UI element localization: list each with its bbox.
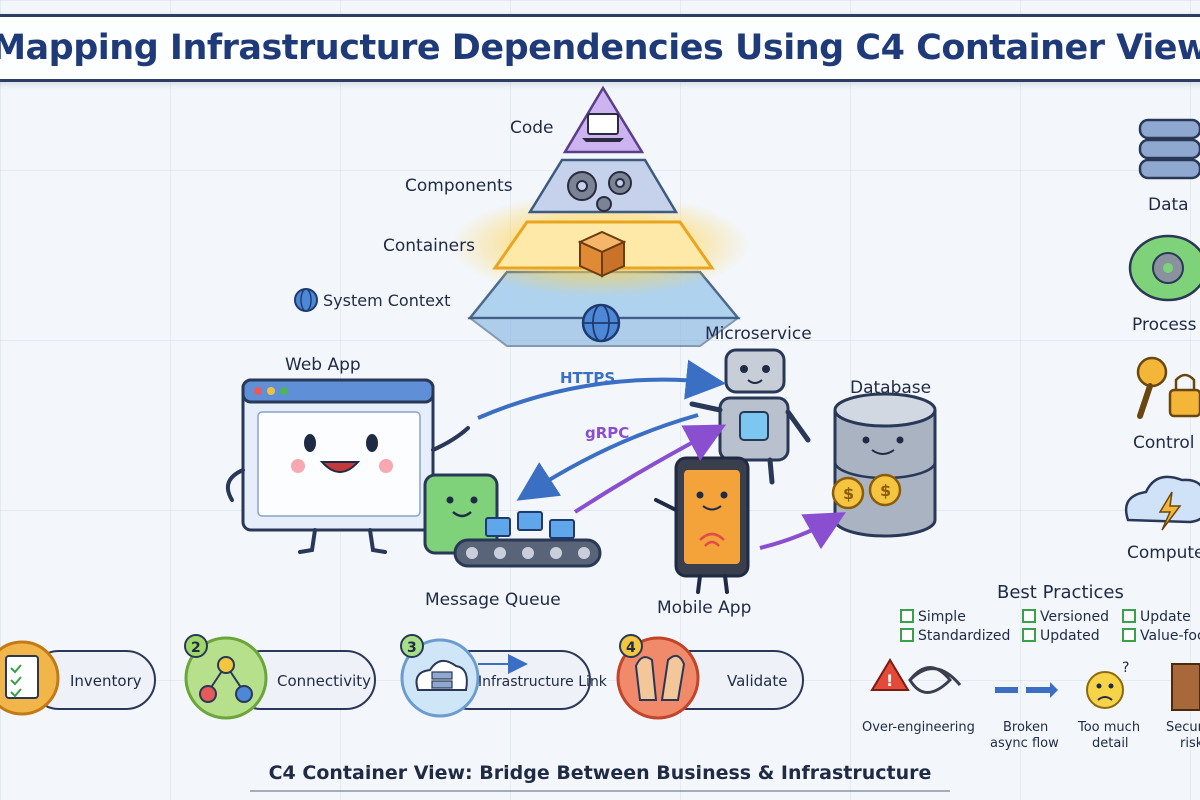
step-number-4: 4	[626, 640, 636, 656]
sidebar-label-control: Control	[1133, 433, 1194, 453]
grpc-label: gRPC	[585, 424, 629, 442]
key-lock-icon	[1136, 356, 1200, 419]
database-cylinder-icon	[833, 392, 937, 538]
sidebar-label-process: Process	[1132, 315, 1197, 335]
pitfall-label-too-much: Too much	[1077, 720, 1140, 735]
database-container: Database $ $	[831, 378, 937, 538]
pitfall-security-risk: Security risk	[1166, 663, 1200, 751]
microservice-label: Microservice	[705, 324, 812, 344]
right-sidebar: Data Process Control Compute	[1124, 118, 1200, 563]
sidebar-label-compute: Compute	[1127, 543, 1200, 563]
footer-underline	[250, 790, 950, 792]
pitfall-label-risk: risk	[1180, 736, 1200, 751]
pyramid-label-code: Code	[510, 118, 554, 138]
clipboard-icon	[5, 655, 39, 699]
practice-standardized: Standardized	[918, 628, 1010, 644]
pitfall-label-over-engineering: Over-engineering	[862, 720, 975, 735]
page-title: Mapping Infrastructure Dependencies Usin…	[0, 28, 1200, 68]
https-label: HTTPS	[560, 369, 615, 387]
https-arrow	[477, 359, 726, 420]
step-label-connectivity: Connectivity	[277, 672, 371, 690]
server-cloud-icon	[415, 659, 468, 691]
microservice-container: Microservice	[689, 324, 812, 485]
pitfall-too-much-detail: ? Too much detail	[1077, 660, 1140, 751]
small-globe-icon	[294, 288, 318, 312]
pitfall-label-async-flow: async flow	[990, 736, 1059, 751]
practice-simple: Simple	[918, 609, 966, 625]
open-door-icon	[1171, 663, 1200, 711]
connection-arrows: HTTPS gRPC	[477, 359, 846, 550]
coin-icon	[831, 473, 902, 510]
high-five-hands-icon	[634, 654, 686, 701]
network-nodes-icon	[199, 656, 253, 703]
sidebar-label-data: Data	[1148, 195, 1189, 215]
svg-text:$: $	[880, 481, 891, 500]
step-label-validate: Validate	[727, 672, 787, 690]
message-queue-container: Message Queue	[423, 473, 602, 610]
web-app-label: Web App	[285, 355, 361, 375]
footer-caption: C4 Container View: Bridge Between Busine…	[268, 762, 932, 784]
steps-row: Inventory 2 Connectivity	[0, 634, 804, 720]
pyramid-level-components	[527, 158, 679, 214]
svg-text:!: !	[886, 671, 893, 690]
practice-value-focused: Value-focused	[1140, 628, 1200, 644]
mobile-app-label: Mobile App	[657, 598, 751, 618]
pitfall-label-broken: Broken	[1003, 720, 1048, 735]
step-validate: 4 Validate	[616, 634, 804, 720]
tangled-wires-icon	[908, 666, 962, 694]
grpc-arrow-left	[516, 413, 699, 501]
step-label-inventory: Inventory	[70, 672, 142, 690]
practice-updated: Updated	[1040, 628, 1100, 644]
web-app-container: Web App	[225, 355, 470, 554]
step-infrastructure-link: 3 Infrastructure Link	[400, 634, 608, 718]
pitfalls-row: ! Over-engineering Broken async flow ? T…	[862, 658, 1200, 751]
pyramid-label-components: Components	[405, 176, 513, 196]
pyramid-label-containers: Containers	[383, 236, 475, 256]
c4-pyramid: Code Components Containers System Contex…	[294, 85, 750, 347]
warning-triangle-icon	[870, 658, 910, 691]
mobile-to-db-arrow	[759, 512, 846, 550]
checkbox-icon	[900, 609, 1136, 642]
step-number-2: 2	[191, 640, 201, 656]
title-banner: Mapping Infrastructure Dependencies Usin…	[0, 14, 1200, 82]
best-practices-panel: Best Practices Simple Versioned Update S…	[900, 582, 1200, 644]
pitfall-over-engineering: ! Over-engineering	[862, 658, 975, 735]
pitfall-label-detail: detail	[1092, 736, 1129, 751]
envelope-icon	[485, 511, 575, 539]
mobile-app-container: Mobile App	[654, 456, 751, 618]
step-connectivity: 2 Connectivity	[184, 634, 376, 720]
best-practices-heading: Best Practices	[997, 582, 1124, 603]
globe-icon	[581, 303, 621, 343]
practice-versioned: Versioned	[1040, 609, 1109, 625]
grpc-arrow-purple	[573, 424, 727, 514]
practice-update: Update	[1140, 609, 1191, 625]
gear-bubble-icon	[1128, 234, 1200, 302]
message-queue-label: Message Queue	[425, 590, 561, 610]
package-box-icon	[577, 230, 627, 278]
robot-icon	[724, 348, 786, 394]
database-label: Database	[850, 378, 931, 398]
step-number-3: 3	[407, 640, 417, 656]
step-label-infrastructure-link: Infrastructure Link	[478, 674, 608, 690]
worried-face-icon	[1086, 671, 1124, 709]
pitfall-label-security: Security	[1166, 720, 1200, 735]
svg-text:?: ?	[1122, 660, 1129, 676]
laptop-icon	[582, 113, 624, 142]
step-inventory: Inventory	[0, 640, 156, 716]
cloud-lightning-icon	[1124, 475, 1200, 531]
svg-text:$: $	[843, 484, 854, 503]
gears-icon	[567, 171, 632, 212]
pitfall-broken-async: Broken async flow	[990, 682, 1059, 751]
database-stack-icon	[1138, 118, 1200, 180]
pyramid-label-system-context: System Context	[323, 291, 450, 310]
